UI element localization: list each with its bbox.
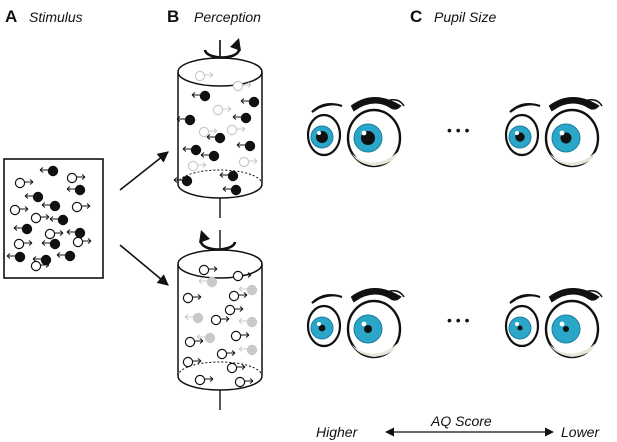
panel-c-title: Pupil Size (434, 9, 496, 25)
filled-dot-icon (176, 114, 196, 126)
eye-icon (346, 288, 405, 359)
panel-b-letter: B (167, 7, 179, 26)
eye-pair-icon (306, 288, 405, 359)
axis-label-aq-score: AQ Score (430, 413, 492, 429)
cylinder-top-dots (173, 70, 260, 196)
hollow-dot-icon (226, 124, 246, 136)
ellipsis-bottom: • • • (447, 312, 470, 328)
hollow-dot-icon (198, 126, 218, 138)
eye-pair-icon (504, 288, 603, 359)
cylinder-top (173, 38, 263, 218)
hollow-dot-icon (228, 290, 248, 302)
filled-dot-icon (49, 214, 69, 226)
eye-icon (544, 288, 603, 359)
filled-dot-icon (236, 140, 256, 152)
hollow-dot-icon (226, 362, 246, 374)
hollow-dot-icon (194, 70, 214, 82)
hollow-dot-icon (66, 172, 86, 184)
hollow-dot-icon (182, 292, 202, 304)
eye-icon (504, 103, 541, 157)
hollow-dot-icon (184, 336, 204, 348)
stimulus-dots (6, 165, 92, 272)
filled-dot-icon (182, 144, 202, 156)
filled-dot-icon (13, 223, 33, 235)
hollow-dot-icon (232, 80, 252, 92)
axis-label-higher: Higher (316, 424, 359, 440)
filled-dot-icon (219, 170, 239, 182)
ellipsis-top: • • • (447, 122, 470, 138)
hollow-dot-icon (224, 304, 244, 316)
panel-a-letter: A (5, 7, 17, 26)
filled-dot-icon (191, 90, 211, 102)
filled-dot-icon (173, 175, 193, 187)
eye-icon (504, 294, 541, 348)
hollow-dot-icon (9, 204, 29, 216)
hollow-dot-icon (212, 104, 232, 116)
hollow-dot-icon (72, 236, 92, 248)
filled-dot-icon (238, 284, 258, 296)
filled-dot-icon (24, 191, 44, 203)
pupil-eyes (306, 97, 603, 359)
hollow-dot-icon (14, 177, 34, 189)
hollow-dot-icon (71, 201, 91, 213)
hollow-dot-icon (30, 212, 50, 224)
filled-dot-icon (206, 132, 226, 144)
hollow-dot-icon (238, 156, 258, 168)
arrow-to-top-cylinder (119, 151, 169, 191)
filled-dot-icon (238, 316, 258, 328)
eye-icon (544, 97, 603, 168)
panel-b-title: Perception (194, 9, 261, 25)
filled-dot-icon (232, 112, 252, 124)
filled-dot-icon (200, 150, 220, 162)
eye-pair-icon (504, 97, 603, 168)
panel-a-title: Stimulus (29, 9, 83, 25)
hollow-dot-icon (232, 270, 252, 282)
hollow-dot-icon (210, 314, 230, 326)
cylinder-bottom (177, 230, 263, 410)
filled-dot-icon (39, 165, 59, 177)
eye-icon (306, 103, 343, 157)
cylinder-bottom-dots (182, 264, 258, 388)
hollow-dot-icon (182, 356, 202, 368)
filled-dot-icon (56, 250, 76, 262)
panel-c-letter: C (410, 7, 422, 26)
eye-icon (306, 294, 343, 348)
hollow-dot-icon (198, 264, 218, 276)
filled-dot-icon (198, 276, 218, 288)
hollow-dot-icon (216, 348, 236, 360)
hollow-dot-icon (194, 374, 214, 386)
filled-dot-icon (66, 184, 86, 196)
filled-dot-icon (32, 254, 52, 266)
hollow-dot-icon (230, 330, 250, 342)
filled-dot-icon (240, 96, 260, 108)
rotation-arrow-counterclockwise-icon (199, 230, 237, 251)
filled-dot-icon (196, 332, 216, 344)
filled-dot-icon (41, 200, 61, 212)
filled-dot-icon (41, 238, 61, 250)
filled-dot-icon (222, 184, 242, 196)
hollow-dot-icon (234, 376, 254, 388)
arrow-to-bottom-cylinder (119, 244, 169, 286)
filled-dot-icon (184, 312, 204, 324)
eye-pair-icon (306, 97, 405, 168)
hollow-dot-icon (44, 228, 64, 240)
rotation-arrow-clockwise-icon (203, 38, 241, 59)
filled-dot-icon (6, 251, 26, 263)
eye-icon (346, 97, 405, 168)
axis-label-lower: Lower (561, 424, 600, 440)
hollow-dot-icon (13, 238, 33, 250)
filled-dot-icon (238, 344, 258, 356)
hollow-dot-icon (187, 160, 207, 172)
